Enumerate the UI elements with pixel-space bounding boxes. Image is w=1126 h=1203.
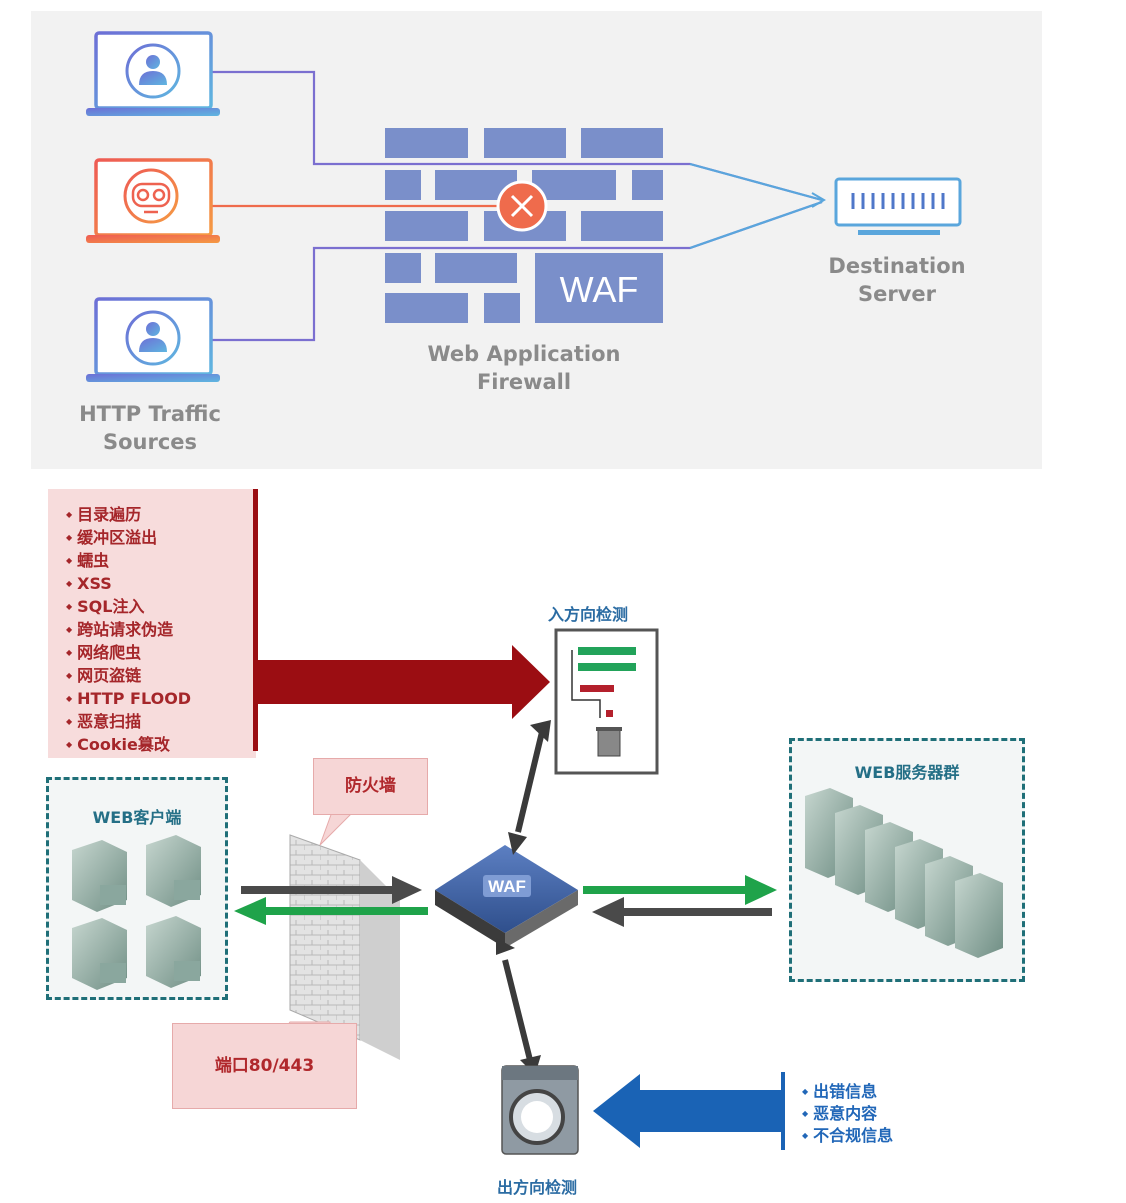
- attack-item: 目录遍历: [66, 503, 256, 526]
- waf-inbound-link-arrow: [508, 720, 551, 855]
- outbound-inspection-label: 出方向检测: [497, 1178, 578, 1197]
- outbound-inspection-icon: [501, 1065, 579, 1155]
- destination-server-label: Destination Server: [828, 254, 966, 306]
- waf-appliance-label: WAF: [488, 877, 526, 896]
- attack-item: Cookie篡改: [66, 733, 256, 756]
- inbound-inspection-label: 入方向检测: [548, 605, 629, 624]
- waf-outbound-link-arrow: [496, 938, 541, 1075]
- outbound-content-arrow: [593, 1072, 785, 1150]
- blocked-x-icon: [496, 180, 548, 232]
- server-rack-icon: [805, 788, 1003, 958]
- outbound-item: 恶意内容: [802, 1103, 893, 1125]
- server-to-waf-arrow: [592, 897, 772, 927]
- client-computers-icon: [72, 835, 201, 990]
- waf-brick-label: WAF: [560, 269, 639, 310]
- outbound-item: 不合规信息: [802, 1125, 893, 1147]
- http-traffic-sources-label: HTTP Traffic Sources: [79, 402, 221, 454]
- outbound-item: 出错信息: [802, 1081, 893, 1103]
- attack-item: 缓冲区溢出: [66, 526, 256, 549]
- waf-to-server-arrow: [583, 875, 777, 905]
- outbound-items-list: 出错信息 恶意内容 不合规信息: [802, 1081, 893, 1147]
- laptop-bot: [86, 158, 220, 243]
- attack-item: SQL注入: [66, 595, 256, 618]
- attack-types-list: 目录遍历 缓冲区溢出 蠕虫 XSS SQL注入 跨站请求伪造 网络爬虫 网页盗链…: [48, 489, 256, 756]
- laptop-user-1: [86, 31, 220, 116]
- waf-overview-diagram: WAF: [86, 31, 962, 382]
- attack-item: XSS: [66, 572, 256, 595]
- port-callout: 端口80/443: [172, 1023, 357, 1109]
- traffic-lines: [212, 70, 826, 342]
- waf-deployment-diagram: WAF: [72, 489, 1003, 1155]
- firewall-callout: 防火墙: [313, 758, 428, 815]
- client-to-waf-arrow: [241, 876, 422, 904]
- attack-item: 网络爬虫: [66, 641, 256, 664]
- server-icon: [834, 177, 962, 235]
- waf-brick-wall: [385, 128, 663, 323]
- attack-item: HTTP FLOOD: [66, 687, 256, 710]
- user-icon: [125, 310, 181, 366]
- user-icon: [125, 43, 181, 99]
- attack-item: 跨站请求伪造: [66, 618, 256, 641]
- inbound-inspection-icon: [554, 628, 659, 775]
- web-clients-label: WEB客户端: [92, 808, 182, 827]
- web-servers-label: WEB服务器群: [854, 763, 960, 782]
- waf-appliance-icon: [435, 845, 578, 948]
- waf-to-client-arrow: [234, 897, 428, 925]
- laptop-user-2: [86, 297, 220, 382]
- attack-traffic-arrow: [253, 489, 550, 751]
- attack-item: 恶意扫描: [66, 710, 256, 733]
- attack-types-box: 目录遍历 缓冲区溢出 蠕虫 XSS SQL注入 跨站请求伪造 网络爬虫 网页盗链…: [48, 489, 256, 758]
- attack-item: 网页盗链: [66, 664, 256, 687]
- bot-icon: [123, 168, 179, 224]
- web-application-firewall-label: Web Application Firewall: [427, 342, 621, 394]
- outbound-items-box: 出错信息 恶意内容 不合规信息: [802, 1081, 893, 1147]
- attack-item: 蠕虫: [66, 549, 256, 572]
